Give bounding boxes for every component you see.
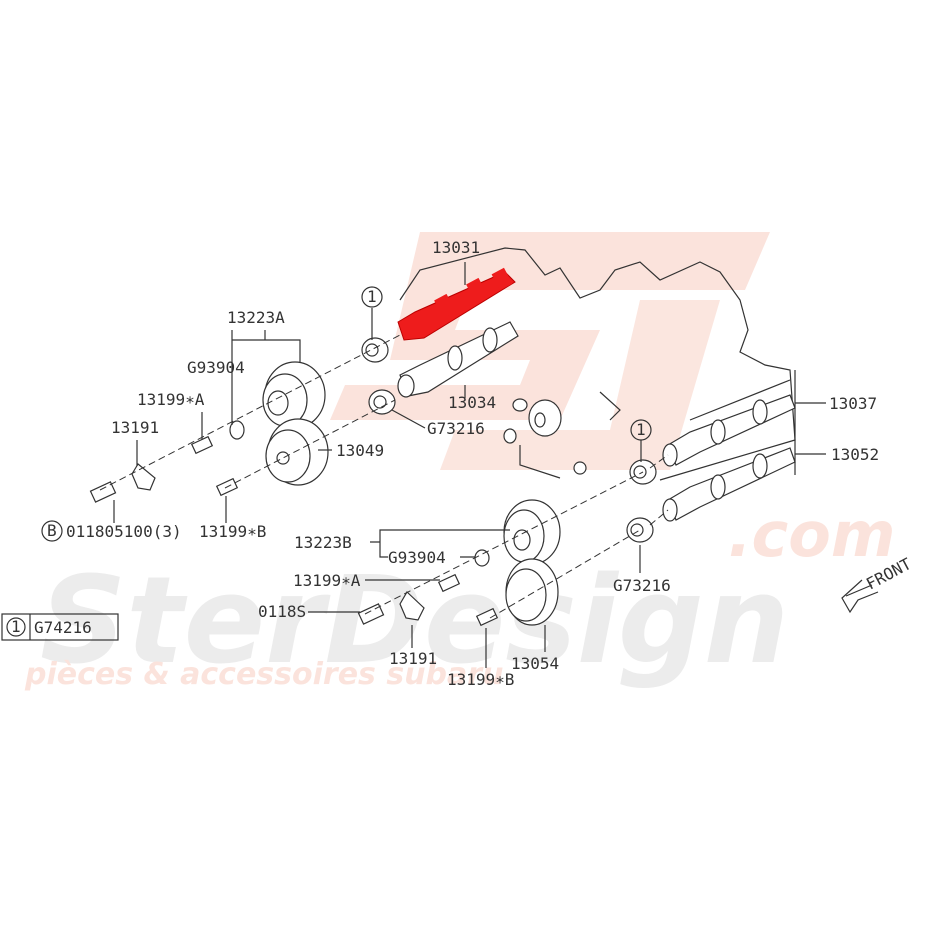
label-key-1-top: 1 <box>367 287 377 306</box>
watermark-brand: SterDesign <box>40 552 789 691</box>
oil-seal-G73216-a[interactable] <box>368 389 396 415</box>
legend-key: 1 <box>11 617 21 636</box>
label-13049[interactable]: 13049 <box>336 441 384 460</box>
plate-13191-a[interactable] <box>131 463 156 491</box>
sprocket-13223A[interactable] <box>262 361 326 429</box>
label-G73216-a[interactable]: G73216 <box>427 419 485 438</box>
camshaft-13052[interactable] <box>662 447 796 522</box>
label-13223A[interactable]: 13223A <box>227 308 285 327</box>
watermark-domain: .com <box>728 498 896 571</box>
watermark-logo <box>330 232 770 470</box>
sprocket-13049[interactable] <box>265 418 329 486</box>
label-13199B-b[interactable]: 13199∗B <box>447 670 514 689</box>
camshaft-13031-highlighted[interactable] <box>397 267 516 341</box>
legend-box: 1 G74216 <box>1 613 119 641</box>
assembly-axes <box>99 334 669 619</box>
circled-key-top <box>361 286 383 308</box>
label-G93904-b[interactable]: G93904 <box>388 548 446 567</box>
label-13191-b[interactable]: 13191 <box>389 649 437 668</box>
bolt-13199B-b[interactable] <box>475 607 499 627</box>
oil-seal-top[interactable] <box>361 337 389 363</box>
label-011805100[interactable]: 011805100(3) <box>66 522 182 541</box>
label-G93904-a[interactable]: G93904 <box>187 358 245 377</box>
circled-B <box>41 520 63 542</box>
plate-13191-b[interactable] <box>399 591 425 621</box>
legend-part[interactable]: G74216 <box>34 618 92 637</box>
label-0118S[interactable]: 0118S <box>258 602 306 621</box>
lifter-parts <box>503 391 621 479</box>
bolt-13199A-b[interactable] <box>437 573 461 593</box>
sprocket-13054[interactable] <box>505 558 559 626</box>
watermark-tagline: pièces & accessoires subaru <box>24 657 503 692</box>
bolt-13199A-a[interactable] <box>190 435 214 455</box>
label-13199A-b[interactable]: 13199∗A <box>293 571 361 590</box>
label-G73216-b[interactable]: G73216 <box>613 576 671 595</box>
leader-lines <box>113 262 826 668</box>
bolt-011805100[interactable] <box>89 481 117 503</box>
sprocket-13223B[interactable] <box>503 499 561 565</box>
cylinder-head-outline <box>399 247 796 481</box>
circled-key-mid <box>630 419 652 441</box>
label-13034[interactable]: 13034 <box>448 393 496 412</box>
label-key-1-mid: 1 <box>636 420 646 439</box>
label-13191-a[interactable]: 13191 <box>111 418 159 437</box>
label-13052[interactable]: 13052 <box>831 445 879 464</box>
label-13199B-a[interactable]: 13199∗B <box>199 522 266 541</box>
label-B: B <box>47 521 57 540</box>
bolt-0118S[interactable] <box>357 603 385 625</box>
label-13037[interactable]: 13037 <box>829 394 877 413</box>
oil-seal-G73216-b[interactable] <box>626 517 654 543</box>
label-13223B[interactable]: 13223B <box>294 533 352 552</box>
label-13199A-a[interactable]: 13199∗A <box>137 390 205 409</box>
label-13054[interactable]: 13054 <box>511 654 559 673</box>
o-ring-G93904-a[interactable] <box>229 420 245 440</box>
camshaft-13034[interactable] <box>397 321 519 398</box>
label-13031[interactable]: 13031 <box>432 238 480 257</box>
o-ring-G93904-b[interactable] <box>474 549 490 567</box>
